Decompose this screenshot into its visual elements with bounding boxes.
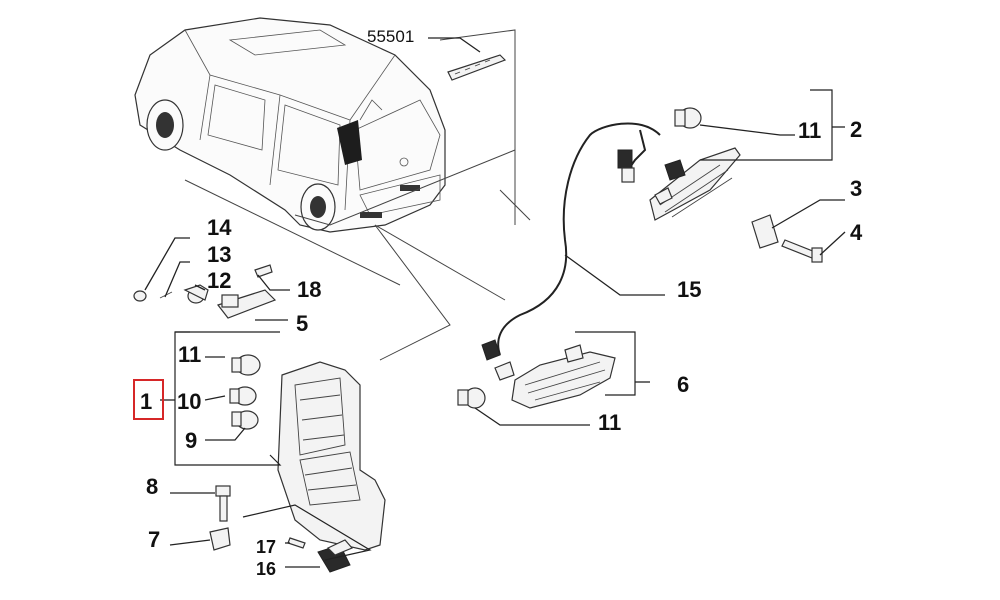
- bulb-icon: [674, 107, 702, 129]
- callout-4: 4: [850, 220, 863, 245]
- bulb-icon: [231, 354, 261, 376]
- callout-9: 9: [185, 428, 197, 453]
- callout-7: 7: [148, 527, 160, 552]
- callout-15: 15: [677, 277, 701, 302]
- callout-16: 16: [256, 559, 276, 579]
- part-55501-brake-light: [447, 54, 507, 81]
- callout-13: 13: [207, 242, 231, 267]
- callout-11-side-top: 11: [798, 118, 821, 143]
- callout-3: 3: [850, 176, 862, 201]
- highlight-box: [133, 379, 164, 420]
- callout-12: 12: [207, 268, 231, 293]
- part-16-connector: [317, 539, 354, 573]
- bulb-icon: [457, 387, 486, 409]
- bulb-icon: [231, 410, 259, 430]
- callout-55501: 55501: [367, 27, 414, 46]
- part-7-grommet: [209, 527, 231, 551]
- callout-2: 2: [850, 117, 862, 142]
- part-5-plate-light: [217, 264, 277, 319]
- callout-6: 6: [677, 372, 689, 397]
- part-8-screw: [215, 485, 231, 522]
- car-illustration: [134, 17, 446, 233]
- part-2-side-marker-top: [649, 147, 741, 221]
- callout-18: 18: [297, 277, 321, 302]
- callout-10: 10: [177, 389, 201, 414]
- part-1-rear-lamp: [277, 361, 386, 551]
- callout-8: 8: [146, 474, 158, 499]
- part-4-bolt: [781, 239, 823, 263]
- callout-11-tail: 11: [178, 342, 201, 367]
- callout-11-side-bottom: 11: [598, 410, 621, 435]
- callout-17: 17: [256, 537, 276, 557]
- part-3-clip: [751, 214, 779, 249]
- part-13-bulb: [183, 284, 209, 304]
- bulb-icon: [229, 386, 257, 406]
- callout-14: 14: [207, 215, 232, 240]
- guide-lines: [184, 29, 531, 361]
- callout-5: 5: [296, 311, 308, 336]
- part-17-pin: [287, 537, 306, 549]
- callout-1: 1: [140, 389, 152, 414]
- part-6-side-marker-bottom: [481, 339, 616, 409]
